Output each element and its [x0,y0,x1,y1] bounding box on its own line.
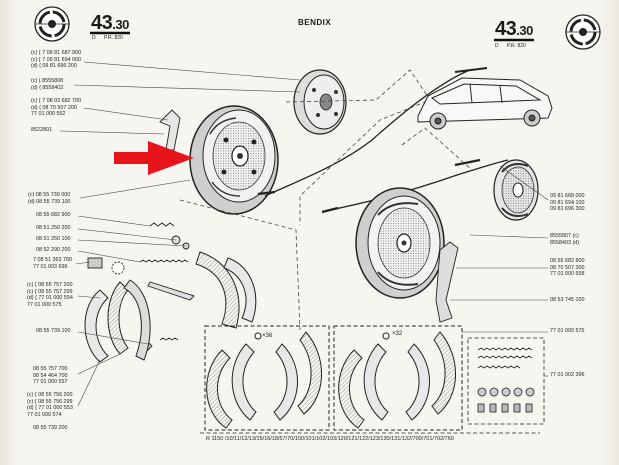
brake-shoes-left [84,251,257,363]
brake-shoe-kit-box-right [333,325,463,431]
kit-quantity-right: ×32 [392,331,403,337]
kit-quantity-left: ×36 [262,333,273,339]
brand-title: BENDIX [298,18,332,27]
part-label-left-11: (c) { 08 55 757 200(c) { 08 55 757 299(d… [27,282,73,308]
model-reference-footer: R 1150 /10/11/12/13/15/16/18/57/70/100/1… [206,436,454,442]
red-arrow-indicator [114,141,194,175]
bracket-left [159,109,181,151]
part-label-right-2: 8555807 (c)8558403 (d) [550,233,580,246]
part-label-left-8: 08 51 250 100 [36,236,71,242]
part-label-left-15: 08 55 739 200 [33,425,68,431]
brake-icon-top-right [565,14,601,50]
part-label-left-9: 08 52 290 200 [36,247,71,253]
brake-drum-large-left [189,105,279,215]
part-label-left-6: 08 55 682 900 [36,212,71,218]
part-label-left-14: (c) { 08 55 756 200(c) { 08 55 756 299(d… [27,392,73,418]
part-label-right-5: 77 01 000 576 [550,328,585,334]
brake-drum-small [293,69,347,135]
part-label-left-7: 08 51 250 200 [36,225,71,231]
lever-right [435,241,459,323]
page-number-right: 43.30 [495,18,533,40]
part-label-left-1: (c) { 7 09 81 687 900(c) { 7 09 81 694 0… [31,50,82,70]
part-label-left-2: (c) { 8555808(d) { 8558402 [31,78,64,91]
brake-shoe-kit-box-left [204,325,330,431]
car-illustration [417,77,553,130]
label-leaders [59,61,549,407]
part-label-left-12: 08 55 739 100 [36,328,71,334]
page-code-left: D P.R. 820 [92,35,123,41]
part-label-right-6: 77 01 002 396 [550,372,585,378]
part-label-left-3: (c) { 7 08 03 682 700(d) { 08 70 507 200… [31,98,82,118]
brake-backplate-large-right [355,187,445,299]
brake-icon-top-left [34,6,70,42]
part-label-left-5: (c) 08 55 739 000(d) 08 55 739 100 [28,192,71,205]
page-number-left: 43.30 [91,12,129,34]
page-code-right: D P.R. 820 [495,43,526,49]
brake-assembly-right-small [493,159,539,221]
part-label-right-4: 08 53 745 100 [550,297,585,303]
small-parts-left [87,222,195,353]
part-label-left-4: 8522801 [31,127,52,133]
hardware-kit-box [467,337,545,425]
handbrake-cable [257,67,509,214]
